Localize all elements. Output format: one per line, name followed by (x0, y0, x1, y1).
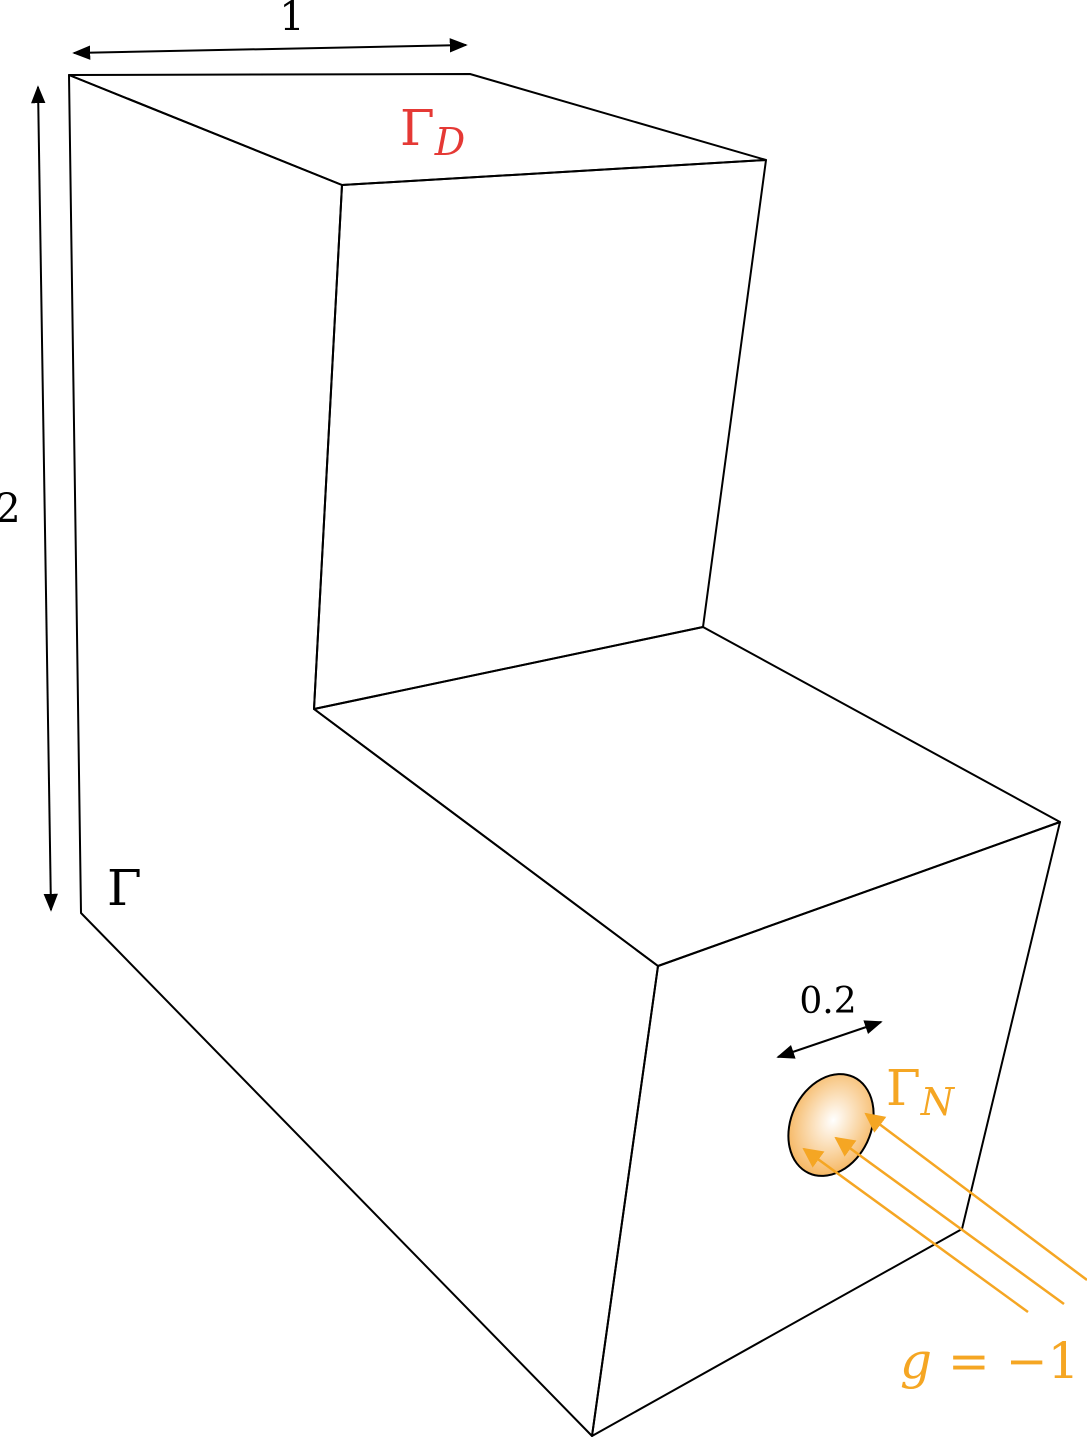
hole-dimension-arrow (776, 1020, 883, 1059)
flux-arrow-1 (864, 1112, 1087, 1281)
flux-arrow-2 (834, 1136, 1065, 1306)
hole-size-label: 0.2 (799, 981, 856, 1022)
height-dimension-arrow (31, 85, 58, 912)
gamma-label: Γ (107, 859, 142, 917)
width-label: 1 (279, 0, 304, 40)
height-label: 2 (0, 486, 21, 532)
gamma-d-label: ΓD (400, 99, 465, 164)
width-dimension-arrow (72, 38, 468, 60)
left-face (68, 74, 659, 1437)
upper-front-face (313, 159, 767, 710)
step-face (313, 626, 1061, 967)
dirichlet-top-face (68, 73, 767, 186)
flux-arrow-3 (802, 1147, 1029, 1314)
neumann-hole (787, 1073, 875, 1177)
gamma-n-label: ΓN (886, 1059, 956, 1124)
flux-label: g = −1 (900, 1332, 1079, 1390)
